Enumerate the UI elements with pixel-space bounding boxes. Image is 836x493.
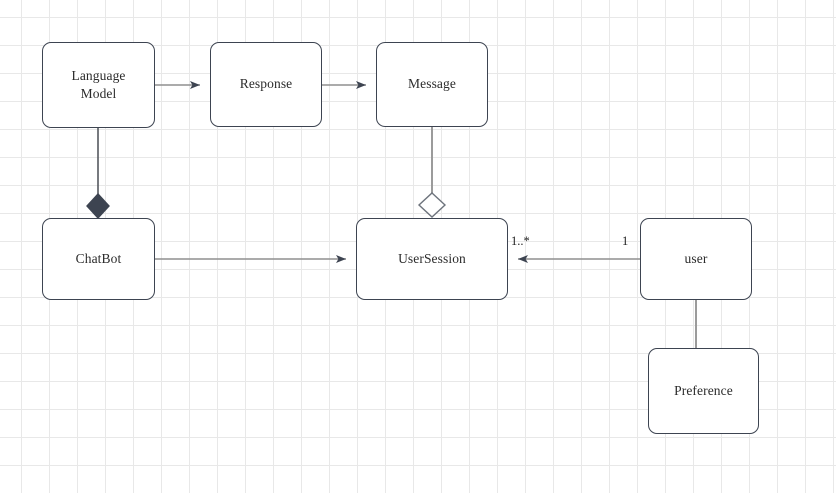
edge-message-to-usersession [417, 127, 447, 218]
node-message[interactable]: Message [376, 42, 488, 127]
node-language-model-label: Language Model [71, 67, 126, 101]
node-chatbot[interactable]: ChatBot [42, 218, 155, 300]
hollow-diamond-icon [417, 192, 447, 218]
filled-diamond-icon [86, 192, 110, 220]
node-preference[interactable]: Preference [648, 348, 759, 434]
node-language-model[interactable]: Language Model [42, 42, 155, 128]
edge-language-model-to-chatbot [86, 128, 110, 220]
node-user-label: user [684, 250, 708, 266]
node-user[interactable]: user [640, 218, 752, 300]
node-usersession[interactable]: UserSession [356, 218, 508, 300]
node-response-label: Response [239, 76, 293, 92]
multiplicity-usersession: 1..* [511, 234, 530, 248]
node-chatbot-label: ChatBot [75, 250, 122, 266]
multiplicity-user: 1 [622, 234, 629, 248]
node-response[interactable]: Response [210, 42, 322, 127]
node-preference-label: Preference [674, 382, 733, 398]
node-message-label: Message [408, 76, 456, 92]
node-usersession-label: UserSession [398, 250, 466, 266]
